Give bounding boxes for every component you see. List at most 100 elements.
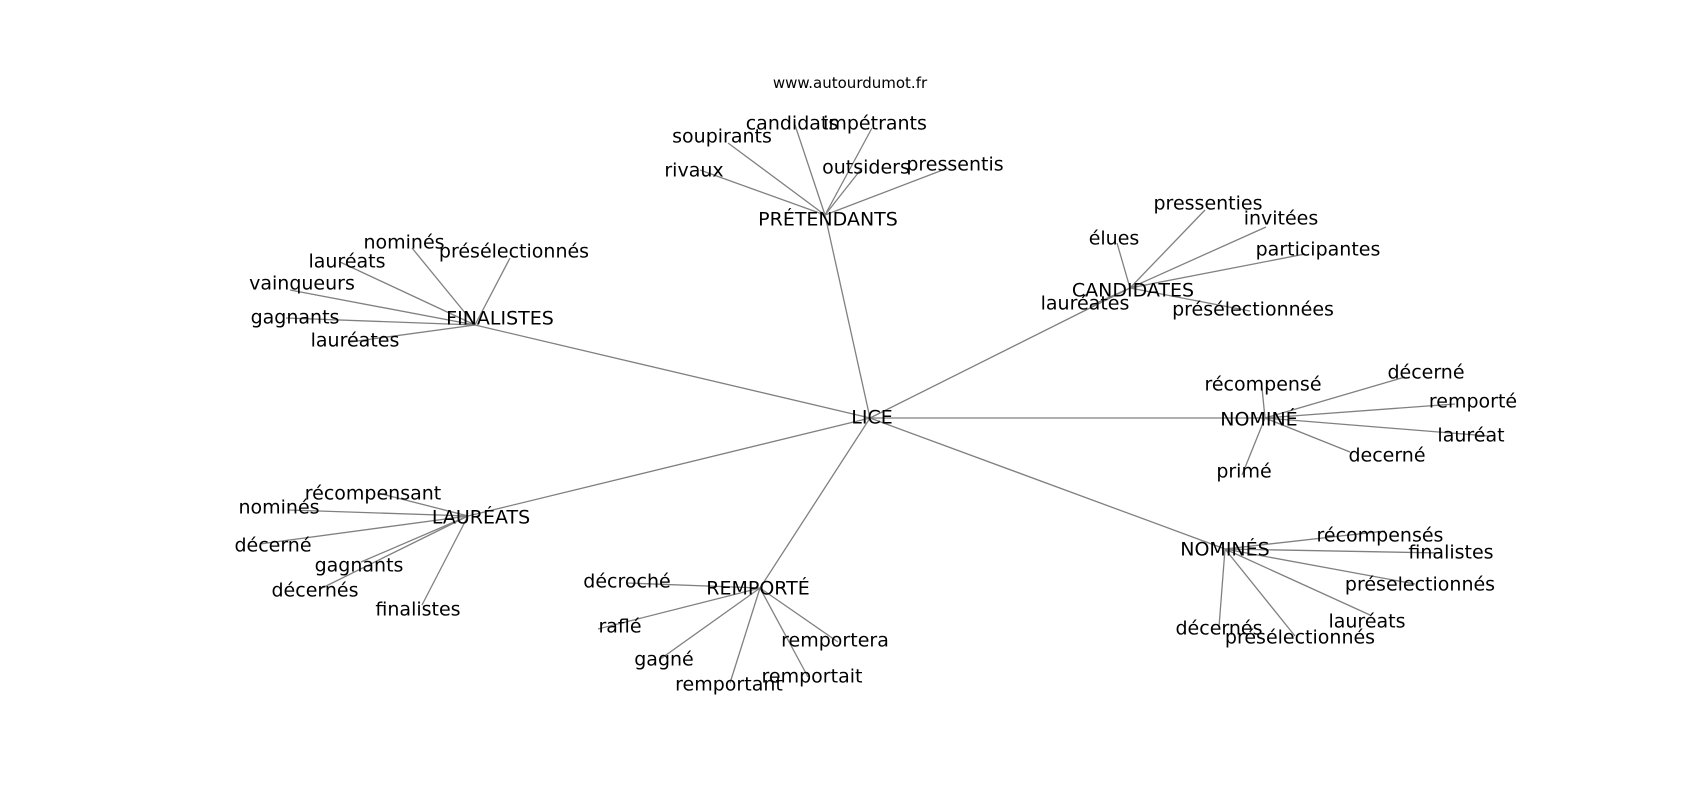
- edge-hub-to-word: [1241, 417, 1266, 476]
- word-node-label[interactable]: nominés: [238, 497, 319, 519]
- word-node-label[interactable]: lauréats: [1328, 611, 1405, 633]
- edge-hub-to-word: [1264, 417, 1351, 453]
- edge-hub-to-word: [1129, 226, 1267, 289]
- word-node-label[interactable]: récompensant: [305, 483, 442, 505]
- edge-hub-to-word: [759, 587, 839, 643]
- edge-hub-to-word: [626, 582, 761, 589]
- word-node-label[interactable]: remportait: [762, 666, 863, 688]
- word-node-label[interactable]: décernés: [1176, 618, 1263, 640]
- edge-hub-to-word: [1218, 548, 1226, 628]
- edge-hub-to-word: [658, 587, 761, 661]
- edge-hub-to-word: [1261, 387, 1266, 419]
- edge-hub-to-word: [1224, 548, 1296, 637]
- edge-center-to-hub: [869, 417, 1226, 550]
- word-node-label[interactable]: invitées: [1244, 208, 1319, 230]
- edge-hub-to-word: [319, 515, 469, 590]
- word-node-label[interactable]: decerné: [1348, 445, 1425, 467]
- hub-node-label[interactable]: REMPORTÉ: [706, 577, 809, 600]
- edge-hub-to-word: [1224, 548, 1416, 585]
- word-node-label[interactable]: décernés: [272, 580, 359, 602]
- edge-hub-to-word: [1116, 242, 1131, 289]
- edge-hub-to-word: [1264, 417, 1489, 437]
- word-node-label[interactable]: lauréates: [1041, 293, 1130, 315]
- edge-hub-to-word: [729, 587, 761, 684]
- edge-center-to-hub: [759, 417, 871, 589]
- word-node-label[interactable]: lauréat: [1437, 425, 1504, 447]
- word-node-label[interactable]: élues: [1089, 228, 1140, 250]
- word-node-label[interactable]: décerné: [1387, 362, 1464, 384]
- word-node-label[interactable]: soupirants: [672, 126, 772, 148]
- word-node-label[interactable]: finalistes: [375, 599, 460, 621]
- edge-hub-to-word: [288, 509, 469, 517]
- word-node-label[interactable]: participantes: [1256, 239, 1381, 261]
- edge-hub-to-word: [1129, 287, 1251, 312]
- edge-hub-to-word: [597, 587, 761, 630]
- edge-hub-to-word: [1264, 376, 1406, 419]
- word-node-label[interactable]: décerné: [234, 535, 311, 557]
- word-node-label[interactable]: gagné: [634, 649, 694, 671]
- word-node-label[interactable]: remporté: [1429, 391, 1517, 413]
- center-node-label[interactable]: LICE: [851, 407, 892, 429]
- edge-center-to-hub: [869, 287, 1131, 419]
- edge-hub-to-word: [824, 167, 863, 216]
- edge-hub-to-word: [474, 257, 511, 326]
- edges-layer: [259, 124, 1489, 684]
- word-node-label[interactable]: outsiders: [822, 157, 910, 179]
- hub-node-label[interactable]: LAURÉATS: [432, 506, 530, 529]
- edge-hub-to-word: [824, 167, 949, 216]
- word-node-label[interactable]: pressenties: [1154, 193, 1263, 215]
- word-node-label[interactable]: impétrants: [823, 113, 927, 135]
- edge-hub-to-word: [285, 317, 476, 326]
- edge-hub-to-word: [1264, 403, 1456, 419]
- edge-hub-to-word: [727, 142, 826, 216]
- word-node-label[interactable]: lauréates: [311, 330, 400, 352]
- hub-node-label[interactable]: NOMINÉS: [1180, 538, 1269, 561]
- edge-hub-to-word: [1224, 548, 1371, 616]
- hub-node-label[interactable]: CANDIDATES: [1072, 280, 1194, 302]
- edge-hub-to-word: [1224, 530, 1386, 550]
- word-node-label[interactable]: candidats: [746, 113, 839, 135]
- hub-node-label[interactable]: FINALISTES: [446, 308, 554, 330]
- word-node-label[interactable]: récompensés: [1317, 525, 1444, 547]
- word-node-label[interactable]: gagnants: [315, 555, 404, 577]
- word-node-label[interactable]: primé: [1216, 461, 1271, 483]
- edge-hub-to-word: [339, 261, 476, 326]
- edge-hub-to-word: [794, 124, 826, 216]
- hub-node-label[interactable]: PRÉTENDANTS: [758, 208, 898, 231]
- word-node-label[interactable]: raflé: [598, 616, 641, 638]
- word-node-label[interactable]: présélectionnées: [1172, 299, 1334, 321]
- word-node-label[interactable]: rivaux: [664, 160, 723, 182]
- word-node-label[interactable]: finalistes: [1408, 542, 1493, 564]
- edge-center-to-hub: [824, 214, 871, 419]
- word-node-label[interactable]: présélectionnés: [1225, 627, 1375, 649]
- site-watermark[interactable]: www.autourdumot.fr: [773, 74, 928, 92]
- edge-hub-to-word: [360, 515, 469, 563]
- edge-hub-to-word: [421, 515, 469, 606]
- word-node-label[interactable]: remportera: [781, 630, 889, 652]
- word-node-label[interactable]: lauréats: [308, 251, 385, 273]
- edge-hub-to-word: [1129, 253, 1306, 289]
- word-node-label[interactable]: gagnants: [251, 307, 340, 329]
- edge-center-to-hub: [467, 417, 871, 517]
- word-node-label[interactable]: remportant: [675, 674, 783, 696]
- word-node-label[interactable]: pressentis: [906, 154, 1003, 176]
- word-node-label[interactable]: récompensé: [1204, 374, 1321, 396]
- edge-hub-to-word: [1224, 548, 1443, 554]
- word-node-label[interactable]: nominés: [363, 232, 444, 254]
- edge-hub-to-word: [411, 247, 476, 326]
- word-node-label[interactable]: décroché: [583, 571, 670, 593]
- edge-hub-to-word: [699, 169, 826, 216]
- word-node-label[interactable]: préselectionnés: [1345, 574, 1495, 596]
- edge-hub-to-word: [349, 324, 476, 343]
- edge-hub-to-word: [824, 127, 873, 216]
- edge-hub-to-word: [1129, 209, 1206, 289]
- hub-node-label[interactable]: NOMINÉ: [1220, 408, 1297, 431]
- edge-center-to-hub: [474, 324, 871, 419]
- edge-hub-to-word: [377, 492, 469, 517]
- edge-hub-to-word: [259, 515, 469, 545]
- word-node-label[interactable]: vainqueurs: [249, 273, 355, 295]
- edge-hub-to-word: [1089, 287, 1131, 307]
- word-node-label[interactable]: présélectionnés: [439, 241, 589, 263]
